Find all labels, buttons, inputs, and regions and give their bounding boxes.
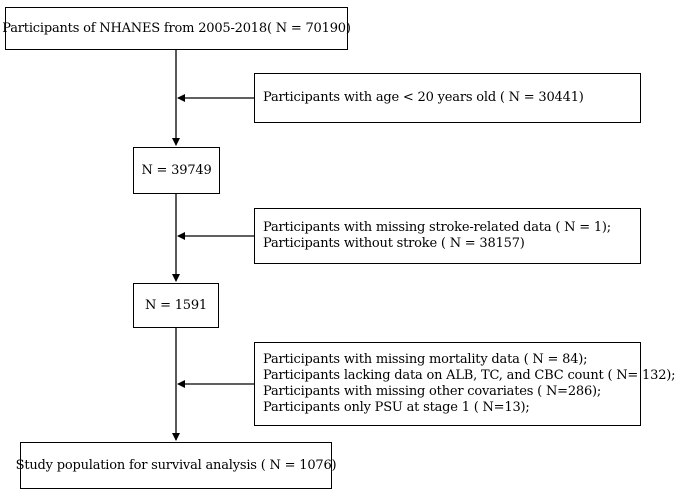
exclusion1-line-1: Participants with age < 20 years old ( N… [263, 90, 584, 105]
start-label: Participants of NHANES from 2005-2018( N… [2, 20, 351, 36]
exclusion3-line-4: Participants only PSU at stage 1 ( N=13)… [263, 400, 530, 415]
final-label: Study population for survival analysis (… [15, 457, 337, 473]
step2-box: N = 1591 [133, 283, 219, 328]
exclusion3-line-2: Participants lacking data on ALB, TC, an… [263, 368, 675, 383]
step2-label: N = 1591 [144, 297, 208, 313]
exclusion3-line-3: Participants with missing other covariat… [263, 384, 602, 399]
exclusion2-line-1: Participants with missing stroke-related… [263, 220, 611, 235]
exclusion3-line-1: Participants with missing mortality data… [263, 352, 588, 367]
flowchart-connectors [172, 50, 254, 441]
final-box: Study population for survival analysis (… [16, 442, 337, 489]
exclusion2-box: Participants with missing stroke-related… [254, 208, 641, 264]
exclusion3-box: Participants with missing mortality data… [254, 342, 675, 426]
start-box: Participants of NHANES from 2005-2018( N… [2, 7, 351, 50]
step1-box: N = 39749 [133, 147, 220, 194]
exclusion1-box: Participants with age < 20 years old ( N… [254, 73, 641, 123]
step1-label: N = 39749 [141, 162, 212, 178]
exclusion2-line-2: Participants without stroke ( N = 38157) [263, 236, 525, 251]
